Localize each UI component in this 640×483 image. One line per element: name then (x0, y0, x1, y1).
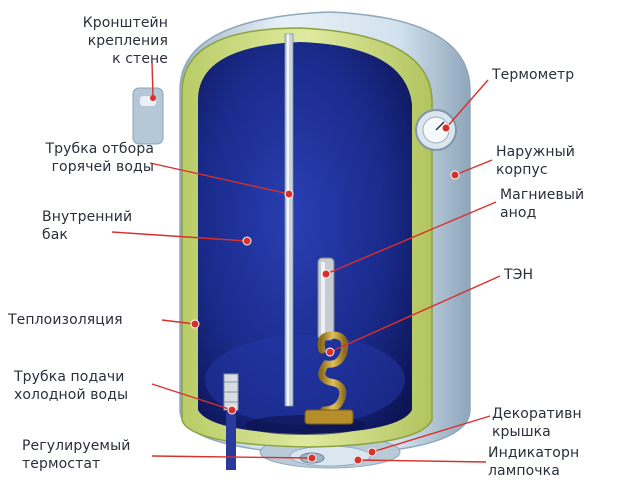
heating-element (304, 331, 354, 425)
leader-lines (111, 61, 501, 463)
dot-thermostat (307, 453, 317, 463)
dot-inner-tank (242, 236, 252, 246)
label-bracket: Кронштейн крепления к стене (82, 15, 168, 67)
label-thermometer: Термометр (492, 67, 575, 83)
leader-heater (329, 275, 501, 353)
label-lamp: Индикаторн лампочка (488, 445, 580, 479)
leader-bracket (151, 61, 154, 99)
dot-outer-body (450, 170, 460, 180)
leader-insulation (161, 319, 196, 325)
label-inner-tank: Внутренний бак (42, 209, 133, 243)
leader-thermostat (151, 455, 313, 459)
label-cold-pipe: Трубка подачи холодной воды (14, 369, 129, 403)
leader-inner-tank (111, 231, 248, 242)
dot-cold-pipe (227, 405, 237, 415)
dot-insulation (190, 319, 200, 329)
dot-cover (367, 447, 377, 457)
thermometer-device (415, 109, 457, 151)
leader-dots (190, 123, 460, 465)
leader-cold-pipe (151, 383, 233, 411)
dot-thermometer (441, 123, 451, 133)
leader-anode (325, 201, 497, 275)
cold-water-pipe (223, 373, 239, 470)
leader-hot-pipe (149, 162, 290, 195)
wall-bracket (132, 87, 164, 145)
leader-thermometer (445, 79, 489, 129)
label-cover: Декоративн крышка (492, 406, 582, 440)
dot-heater (325, 347, 335, 357)
magnesium-anode (317, 257, 335, 341)
dot-anode (321, 269, 331, 279)
label-hot-pipe: Трубка отбора горячей воды (45, 141, 154, 175)
label-outer-body: Наружный корпус (496, 144, 575, 178)
label-insulation: Теплоизоляция (8, 312, 123, 328)
label-heater: ТЭН (504, 267, 534, 283)
hot-water-pipe (284, 33, 294, 407)
dot-hot-pipe (284, 189, 294, 199)
leader-outer-body (454, 159, 493, 176)
leader-cover (371, 415, 491, 453)
leader-lamp (357, 459, 487, 463)
label-thermostat: Регулируемый термостат (22, 438, 131, 472)
dot-lamp (353, 455, 363, 465)
label-anode: Магниевый анод (500, 187, 585, 221)
